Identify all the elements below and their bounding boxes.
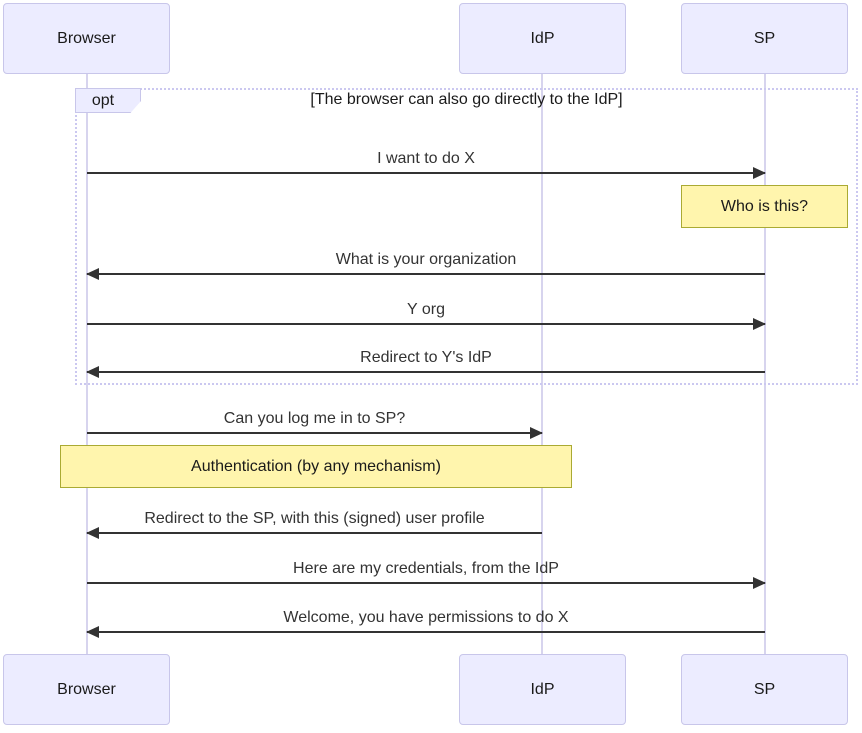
message-label-welcome-permissions: Welcome, you have permissions to do X xyxy=(283,609,569,626)
actor-browser-top: Browser xyxy=(3,3,170,74)
message-arrow-browser-to-sp-3 xyxy=(87,582,765,584)
message-arrow-browser-to-idp xyxy=(87,432,542,434)
note-authentication-label: Authentication (by any mechanism) xyxy=(191,457,441,475)
actor-sp-top: SP xyxy=(681,3,848,74)
message-label-y-org: Y org xyxy=(407,301,445,318)
actor-sp-bottom: SP xyxy=(681,654,848,725)
opt-fragment-guard-text: [The browser can also go directly to the… xyxy=(310,91,623,108)
message-arrow-browser-to-sp-2 xyxy=(87,323,765,325)
opt-fragment-frame xyxy=(75,88,858,385)
lifeline-sp xyxy=(764,74,766,654)
message-arrow-browser-to-sp-1 xyxy=(87,172,765,174)
actor-idp-bottom: IdP xyxy=(459,654,626,725)
actor-browser-label: Browser xyxy=(57,29,116,47)
message-arrow-sp-to-browser-3 xyxy=(87,631,765,633)
note-authentication: Authentication (by any mechanism) xyxy=(60,445,572,488)
note-who-is-this-label: Who is this? xyxy=(720,197,809,215)
actor-browser-bottom: Browser xyxy=(3,654,170,725)
message-label-redirect-to-ys-idp: Redirect to Y's IdP xyxy=(360,349,492,366)
actor-idp-label: IdP xyxy=(530,29,555,47)
actor-sp-label: SP xyxy=(753,680,776,698)
message-arrow-sp-to-browser-2 xyxy=(87,371,765,373)
note-who-is-this: Who is this? xyxy=(681,185,848,228)
actor-sp-label: SP xyxy=(753,29,776,47)
message-label-what-is-your-organization: What is your organization xyxy=(335,251,517,268)
message-arrow-sp-to-browser-1 xyxy=(87,273,765,275)
opt-fragment-operator-label: opt xyxy=(75,88,141,113)
message-label-redirect-to-sp-signed-profile: Redirect to the SP, with this (signed) u… xyxy=(144,510,485,527)
message-label-here-are-my-credentials: Here are my credentials, from the IdP xyxy=(293,560,559,577)
message-label-can-you-log-me-in: Can you log me in to SP? xyxy=(223,410,406,427)
actor-idp-top: IdP xyxy=(459,3,626,74)
message-label-i-want-to-do-x: I want to do X xyxy=(377,150,475,167)
message-arrow-idp-to-browser xyxy=(87,532,542,534)
lifeline-idp xyxy=(541,74,543,654)
actor-idp-label: IdP xyxy=(530,680,555,698)
actor-browser-label: Browser xyxy=(57,680,116,698)
lifeline-browser xyxy=(86,74,88,654)
